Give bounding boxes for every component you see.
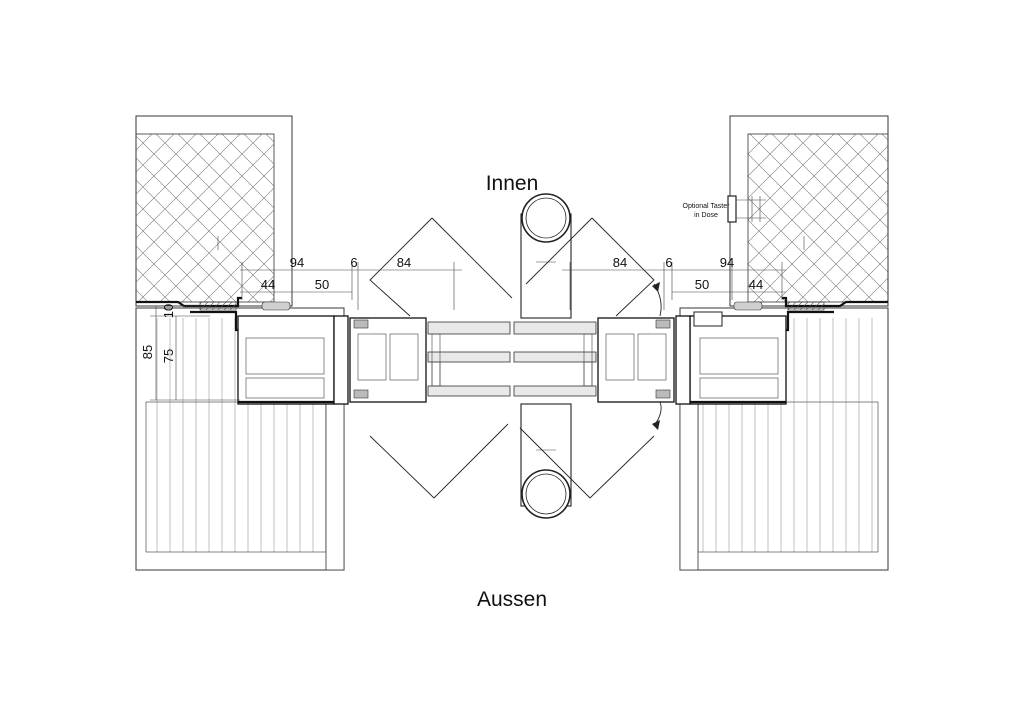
dim-vertical-10: 10 bbox=[161, 304, 176, 318]
right-wall bbox=[679, 115, 889, 571]
dim-right-44: 44 bbox=[749, 277, 763, 292]
push-button-icon bbox=[727, 195, 766, 223]
dim-left-6: 6 bbox=[350, 255, 357, 270]
dim-right-50: 50 bbox=[695, 277, 709, 292]
glazing-left bbox=[427, 321, 511, 397]
optional-button-note-line1: Optional Taster bbox=[683, 203, 731, 210]
dimension-lines bbox=[150, 262, 786, 401]
left-frame-profile bbox=[237, 315, 427, 405]
dim-left-50: 50 bbox=[315, 277, 329, 292]
right-frame-profile bbox=[597, 311, 787, 405]
swing-indicators bbox=[369, 217, 662, 499]
inside-label: Innen bbox=[486, 172, 539, 195]
optional-button-note-line2: in Dose bbox=[694, 212, 718, 219]
dim-right-6: 6 bbox=[665, 255, 672, 270]
left-wall bbox=[135, 115, 345, 571]
outside-label: Aussen bbox=[477, 588, 547, 611]
dim-vertical-85: 85 bbox=[140, 345, 155, 359]
dim-left-44: 44 bbox=[261, 277, 275, 292]
handle-bar bbox=[520, 193, 572, 519]
right-lower-wall bbox=[679, 307, 889, 571]
left-lower-wall bbox=[135, 307, 345, 571]
dim-left-84: 84 bbox=[397, 255, 411, 270]
dim-left-94: 94 bbox=[290, 255, 304, 270]
dim-right-94: 94 bbox=[720, 255, 734, 270]
dim-vertical-75: 75 bbox=[161, 349, 176, 363]
dim-right-84: 84 bbox=[613, 255, 627, 270]
glazing-right bbox=[513, 321, 597, 397]
